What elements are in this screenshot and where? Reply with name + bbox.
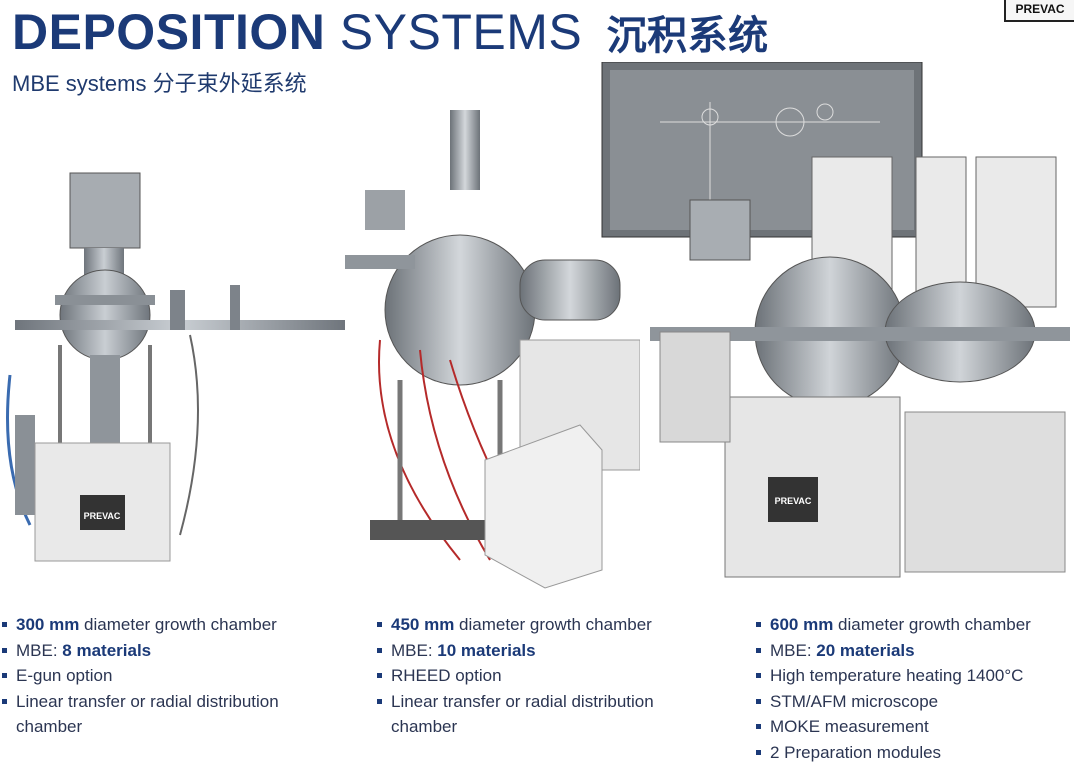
mbe-system-300-photo: PREVAC [6,172,345,562]
spec-list-450: 450 mm diameter growth chamber MBE: 10 m… [377,612,697,740]
mbe-system-450-photo [345,110,640,589]
spec-list-600: 600 mm diameter growth chamber MBE: 20 m… [756,612,1074,766]
spec-item: High temperature heating 1400°C [756,663,1074,689]
spec-item: 600 mm diameter growth chamber [756,612,1074,638]
mbe-system-600-photo: PREVAC [601,62,1070,578]
spec-item: MBE: 10 materials [377,638,697,664]
equipment-badge-3: PREVAC [775,496,812,506]
title-bold: DEPOSITION [12,4,326,60]
equipment-badge-1: PREVAC [84,511,121,521]
page-subtitle: MBE systems 分子束外延系统 [12,71,307,96]
spec-item: MOKE measurement [756,714,1074,740]
spec-item: RHEED option [377,663,697,689]
brand-logo: PREVAC [1004,0,1074,22]
title-chinese: 沉积系统 [606,14,769,58]
spec-item: E-gun option [2,663,322,689]
title-light: SYSTEMS [339,4,583,60]
spec-item: MBE: 20 materials [756,638,1074,664]
page-title: DEPOSITION SYSTEMS 沉积系统 [12,2,769,66]
spec-list-300: 300 mm diameter growth chamber MBE: 8 ma… [2,612,322,740]
spec-item: MBE: 8 materials [2,638,322,664]
spec-item: 450 mm diameter growth chamber [377,612,697,638]
spec-item: Linear transfer or radial distribution c… [377,689,697,740]
spec-item: STM/AFM microscope [756,689,1074,715]
spec-item: Linear transfer or radial distribution c… [2,689,322,740]
spec-item: 300 mm diameter growth chamber [2,612,322,638]
spec-item: 2 Preparation modules [756,740,1074,766]
